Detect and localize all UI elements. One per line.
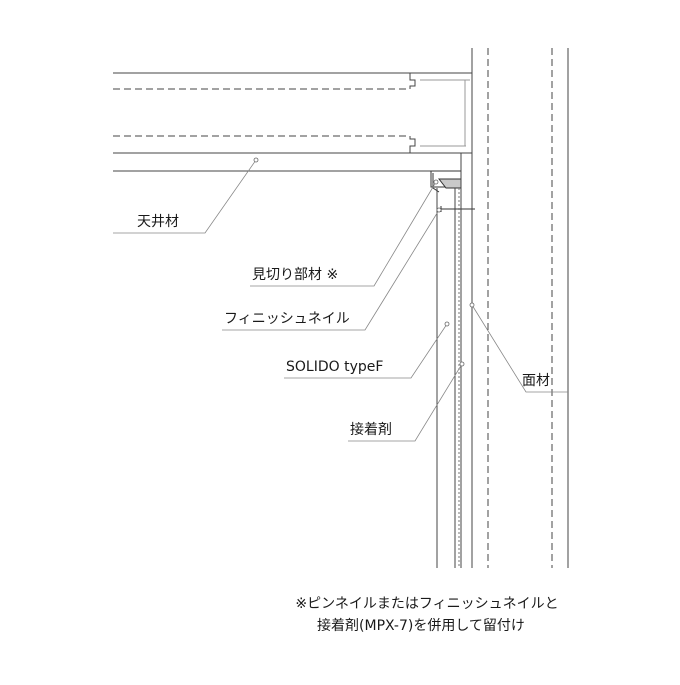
label-adhesive: 接着剤 [350, 421, 392, 438]
ceiling-board [113, 152, 461, 172]
label-finish-nail: フィニッシュネイル [224, 311, 350, 327]
footnote-line-1: ※ピンネイルまたはフィニッシュネイルと [295, 596, 558, 612]
label-trim-member: 見切り部材 ※ [252, 267, 338, 283]
leader-dots [253, 157, 475, 367]
leader-lines [113, 159, 568, 442]
wall-frame [460, 48, 569, 568]
label-face-material: 面材 [522, 373, 550, 389]
ceiling-joists [113, 72, 473, 154]
label-solido-typef: SOLIDO typeF [286, 359, 383, 375]
trim-member [430, 170, 475, 212]
label-ceiling-material: 天井材 [137, 214, 179, 230]
footnote-line-2: 接着剤(MPX-7)を併用して留付け [317, 617, 525, 634]
solido-panel [436, 188, 460, 568]
